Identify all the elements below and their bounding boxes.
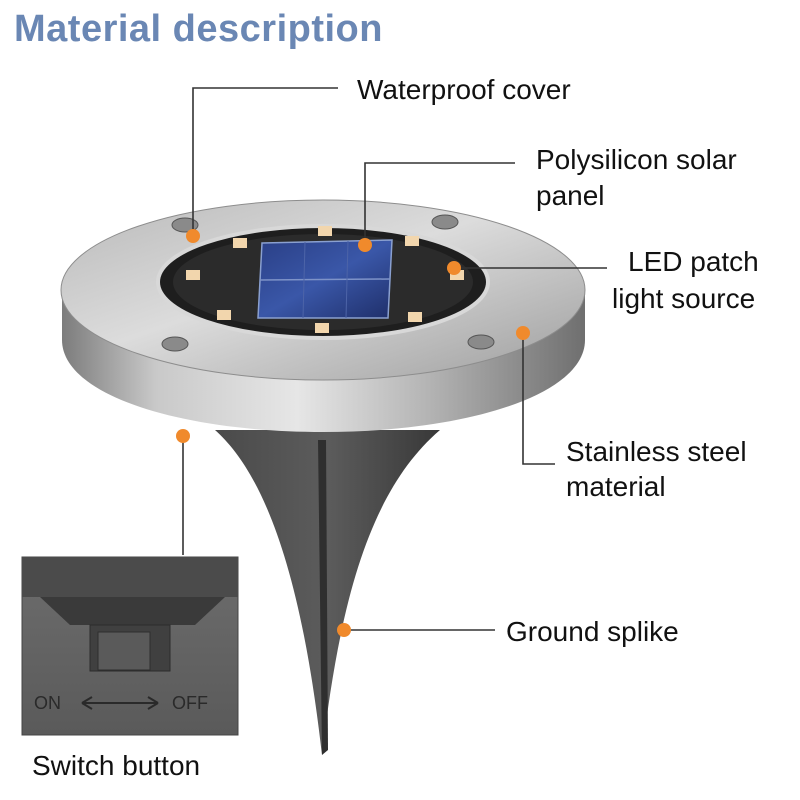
label-led-line2: light source xyxy=(612,283,756,314)
marker-waterproof-cover xyxy=(186,229,200,243)
marker-spike xyxy=(337,623,351,637)
label-steel-line1: Stainless steel xyxy=(566,436,747,467)
callout-markers xyxy=(176,229,530,637)
label-steel-line2: material xyxy=(566,471,666,502)
page-title: Material description xyxy=(14,8,383,50)
marker-led xyxy=(447,261,461,275)
switch-arrow xyxy=(81,696,159,710)
led-chips xyxy=(186,226,464,333)
label-waterproof-cover: Waterproof cover xyxy=(357,74,571,105)
switch-caption: Switch button xyxy=(32,750,201,781)
label-led-line1: LED patch xyxy=(628,246,759,277)
marker-solar-panel xyxy=(358,238,372,252)
ground-spike xyxy=(215,430,440,755)
leader-lines xyxy=(182,87,607,631)
marker-switch xyxy=(176,429,190,443)
label-ground-spike: Ground splike xyxy=(506,616,679,647)
marker-steel xyxy=(516,326,530,340)
label-solar-panel-line2: panel xyxy=(536,180,605,211)
switch-on-label: ON xyxy=(34,693,61,713)
switch-inset: ON OFF xyxy=(21,556,239,736)
switch-off-label: OFF xyxy=(172,693,208,713)
solar-panel xyxy=(257,239,393,319)
screws xyxy=(161,214,495,352)
label-solar-panel-line1: Polysilicon solar xyxy=(536,144,737,175)
